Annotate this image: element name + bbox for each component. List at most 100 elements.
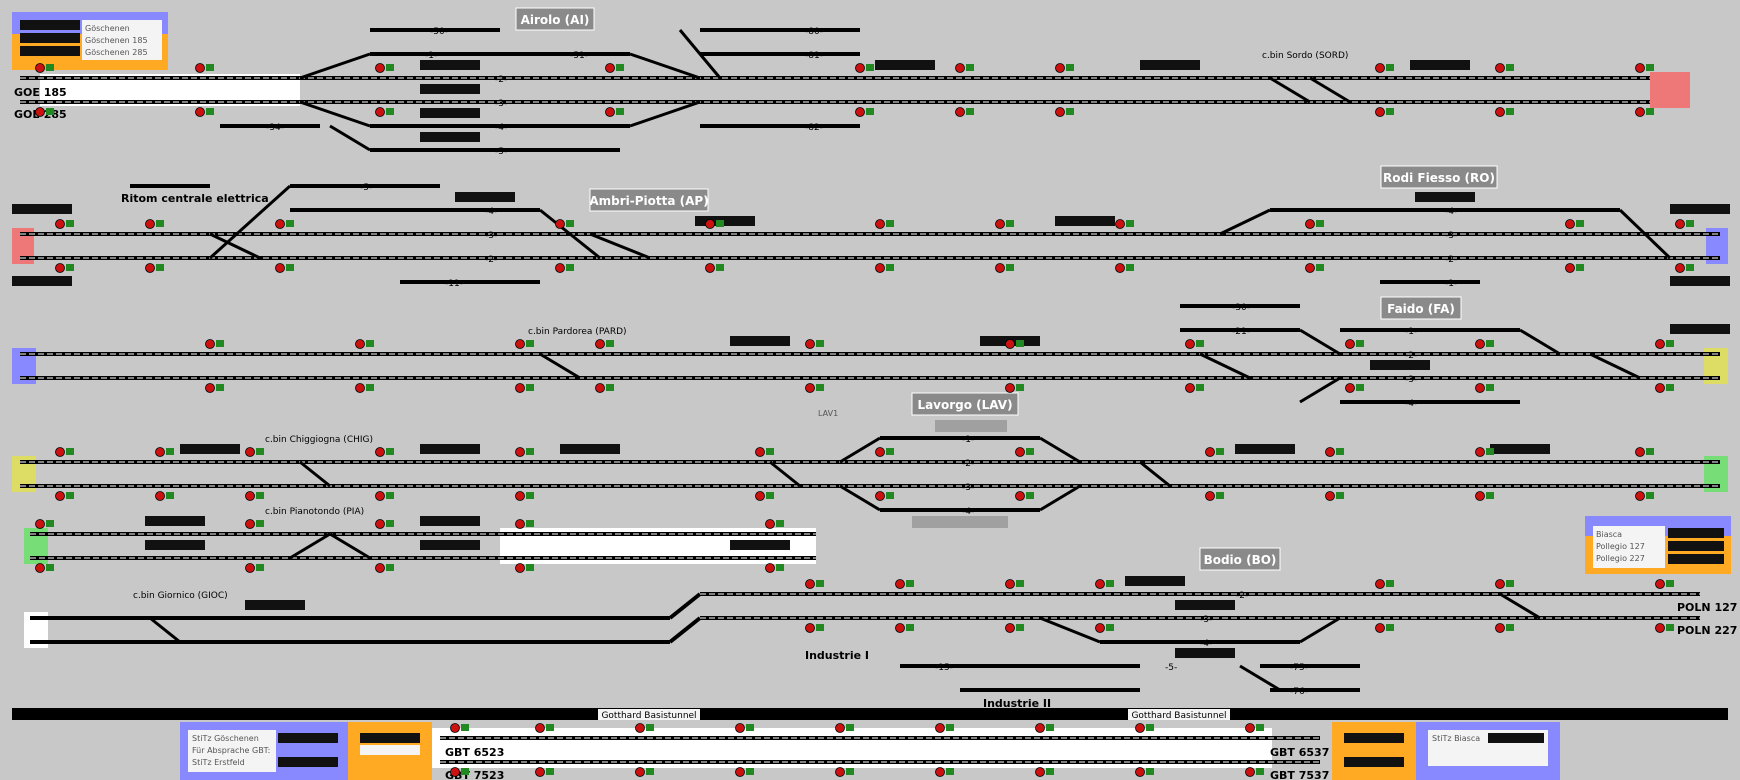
signal-icon[interactable] xyxy=(1495,623,1505,633)
signal-icon[interactable] xyxy=(1015,447,1025,457)
signal-icon[interactable] xyxy=(735,723,745,733)
signal-icon[interactable] xyxy=(1635,63,1645,73)
signal-icon[interactable] xyxy=(735,767,745,777)
signal-icon[interactable] xyxy=(705,263,715,273)
signal-icon[interactable] xyxy=(1655,339,1665,349)
signal-icon[interactable] xyxy=(55,219,65,229)
signal-icon[interactable] xyxy=(1005,383,1015,393)
signal-icon[interactable] xyxy=(245,563,255,573)
signal-icon[interactable] xyxy=(555,219,565,229)
signal-icon[interactable] xyxy=(595,383,605,393)
signal-icon[interactable] xyxy=(245,491,255,501)
signal-icon[interactable] xyxy=(1055,63,1065,73)
signal-icon[interactable] xyxy=(555,263,565,273)
signal-icon[interactable] xyxy=(355,339,365,349)
signal-icon[interactable] xyxy=(515,563,525,573)
signal-icon[interactable] xyxy=(1325,447,1335,457)
signal-icon[interactable] xyxy=(1135,767,1145,777)
signal-icon[interactable] xyxy=(195,107,205,117)
signal-icon[interactable] xyxy=(1115,219,1125,229)
signal-icon[interactable] xyxy=(875,447,885,457)
signal-icon[interactable] xyxy=(245,447,255,457)
signal-icon[interactable] xyxy=(955,107,965,117)
signal-icon[interactable] xyxy=(1185,383,1195,393)
signal-icon[interactable] xyxy=(195,63,205,73)
signal-icon[interactable] xyxy=(605,107,615,117)
signal-icon[interactable] xyxy=(755,447,765,457)
signal-icon[interactable] xyxy=(145,263,155,273)
signal-icon[interactable] xyxy=(55,491,65,501)
signal-icon[interactable] xyxy=(275,263,285,273)
signal-icon[interactable] xyxy=(1475,447,1485,457)
signal-icon[interactable] xyxy=(835,767,845,777)
signal-icon[interactable] xyxy=(765,519,775,529)
signal-icon[interactable] xyxy=(1035,767,1045,777)
signal-icon[interactable] xyxy=(1475,339,1485,349)
signal-icon[interactable] xyxy=(755,491,765,501)
signal-icon[interactable] xyxy=(55,263,65,273)
signal-icon[interactable] xyxy=(875,491,885,501)
signal-icon[interactable] xyxy=(1345,383,1355,393)
signal-icon[interactable] xyxy=(1245,723,1255,733)
signal-icon[interactable] xyxy=(895,579,905,589)
signal-icon[interactable] xyxy=(515,491,525,501)
signal-icon[interactable] xyxy=(895,623,905,633)
signal-icon[interactable] xyxy=(765,563,775,573)
signal-icon[interactable] xyxy=(1005,623,1015,633)
signal-icon[interactable] xyxy=(595,339,605,349)
signal-icon[interactable] xyxy=(1375,623,1385,633)
signal-icon[interactable] xyxy=(1635,107,1645,117)
signal-icon[interactable] xyxy=(35,563,45,573)
signal-icon[interactable] xyxy=(1055,107,1065,117)
signal-icon[interactable] xyxy=(35,519,45,529)
signal-icon[interactable] xyxy=(805,383,815,393)
signal-icon[interactable] xyxy=(835,723,845,733)
signal-icon[interactable] xyxy=(375,447,385,457)
signal-icon[interactable] xyxy=(705,219,715,229)
signal-icon[interactable] xyxy=(1655,623,1665,633)
signal-icon[interactable] xyxy=(935,767,945,777)
signal-icon[interactable] xyxy=(205,383,215,393)
signal-icon[interactable] xyxy=(935,723,945,733)
signal-icon[interactable] xyxy=(1245,767,1255,777)
signal-icon[interactable] xyxy=(1325,491,1335,501)
signal-icon[interactable] xyxy=(535,723,545,733)
signal-icon[interactable] xyxy=(145,219,155,229)
signal-icon[interactable] xyxy=(155,491,165,501)
signal-icon[interactable] xyxy=(515,447,525,457)
signal-icon[interactable] xyxy=(805,579,815,589)
signal-icon[interactable] xyxy=(1305,263,1315,273)
signal-icon[interactable] xyxy=(1655,579,1665,589)
signal-icon[interactable] xyxy=(605,63,615,73)
signal-icon[interactable] xyxy=(205,339,215,349)
signal-icon[interactable] xyxy=(1375,63,1385,73)
signal-icon[interactable] xyxy=(855,63,865,73)
signal-icon[interactable] xyxy=(245,519,255,529)
signal-icon[interactable] xyxy=(1185,339,1195,349)
signal-icon[interactable] xyxy=(1635,491,1645,501)
signal-icon[interactable] xyxy=(1015,491,1025,501)
signal-icon[interactable] xyxy=(1495,63,1505,73)
signal-icon[interactable] xyxy=(1495,107,1505,117)
signal-icon[interactable] xyxy=(55,447,65,457)
signal-icon[interactable] xyxy=(1345,339,1355,349)
signal-icon[interactable] xyxy=(1495,579,1505,589)
signal-icon[interactable] xyxy=(1635,447,1645,457)
signal-icon[interactable] xyxy=(450,767,460,777)
signal-icon[interactable] xyxy=(375,63,385,73)
signal-icon[interactable] xyxy=(35,63,45,73)
signal-icon[interactable] xyxy=(995,263,1005,273)
signal-icon[interactable] xyxy=(155,447,165,457)
signal-icon[interactable] xyxy=(1565,219,1575,229)
signal-icon[interactable] xyxy=(275,219,285,229)
signal-icon[interactable] xyxy=(1675,263,1685,273)
signal-icon[interactable] xyxy=(355,383,365,393)
signal-icon[interactable] xyxy=(995,219,1005,229)
signal-icon[interactable] xyxy=(635,723,645,733)
signal-icon[interactable] xyxy=(1475,491,1485,501)
signal-icon[interactable] xyxy=(1375,107,1385,117)
signal-icon[interactable] xyxy=(1475,383,1485,393)
signal-icon[interactable] xyxy=(1655,383,1665,393)
signal-icon[interactable] xyxy=(875,263,885,273)
signal-icon[interactable] xyxy=(1205,447,1215,457)
